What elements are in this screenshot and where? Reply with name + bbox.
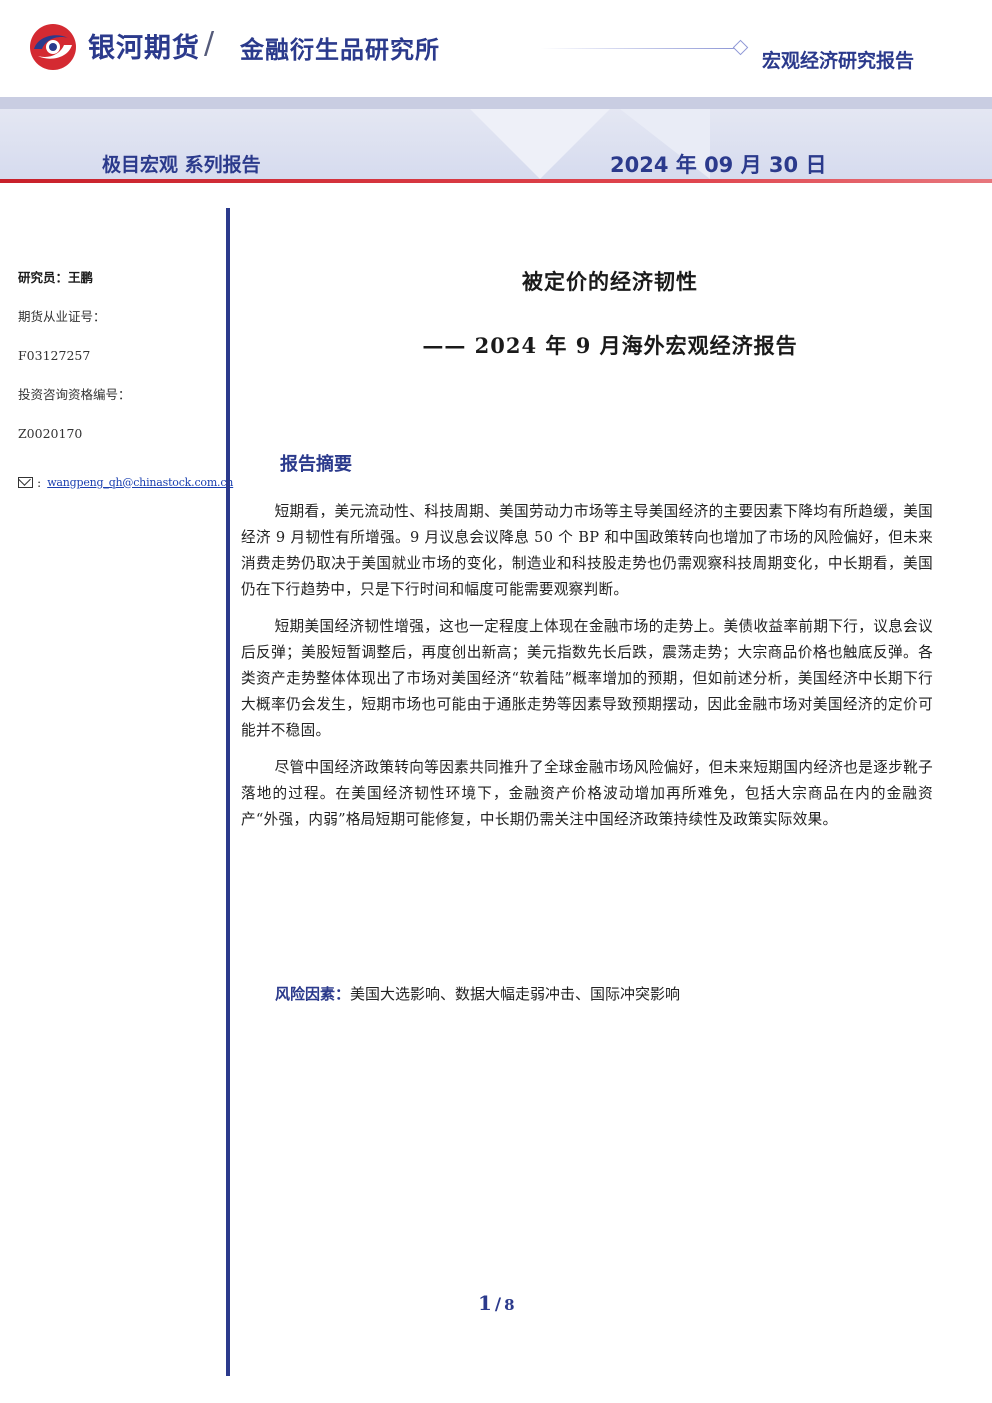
summary-paragraph: 短期看，美元流动性、科技周期、美国劳动力市场等主导美国经济的主要因素下降均有所趋…: [241, 503, 933, 598]
report-header: 银河期货 / 金融衍生品研究所 宏观经济研究报告: [0, 0, 992, 100]
decorative-line: [540, 48, 736, 49]
report-type: 宏观经济研究报告: [762, 50, 915, 72]
summary-heading: 报告摘要: [280, 454, 352, 475]
summary-body: 短期看，美元流动性、科技周期、美国劳动力市场等主导美国经济的主要因素下降均有所趋…: [241, 499, 933, 844]
header-red-rule: [0, 179, 992, 183]
galaxy-futures-logo-icon: [30, 24, 76, 70]
report-subtitle: —— 2024 年 9 月海外宏观经济报告: [422, 333, 798, 358]
author-sidebar: 研究员：王鹏 期货从业证号： F03127257 投资咨询资格编号： Z0020…: [18, 268, 233, 502]
summary-paragraph: 尽管中国经济政策转向等因素共同推升了全球金融市场风险偏好，但未来短期国内经济也是…: [241, 759, 933, 828]
page-total: 8: [504, 1296, 515, 1314]
band-decoration: [470, 109, 610, 179]
header-band: [0, 109, 992, 179]
report-date: 2024 年 09 月 30 日: [610, 153, 827, 177]
email-colon: :: [37, 474, 42, 490]
page-number: 1/8: [478, 1291, 515, 1315]
email-link[interactable]: wangpeng_qh@chinastock.com.cn: [47, 475, 234, 489]
futures-cert-label: 期货从业证号：: [18, 309, 106, 324]
header-band-top: [0, 97, 992, 109]
mail-icon: [18, 477, 33, 488]
brand-name: 银河期货: [88, 33, 200, 64]
risk-text: 美国大选影响、数据大幅走弱冲击、国际冲突影响: [350, 985, 681, 1003]
diamond-icon: [732, 39, 749, 56]
page-separator: /: [494, 1295, 502, 1315]
vertical-divider: [226, 208, 230, 1376]
advisory-cert-number: Z0020170: [18, 426, 83, 441]
page-current: 1: [478, 1291, 492, 1315]
futures-cert-number: F03127257: [18, 348, 91, 363]
institute-name: 金融衍生品研究所: [240, 36, 440, 64]
email-row: : wangpeng_qh@chinastock.com.cn: [18, 463, 233, 502]
brand-divider: /: [204, 26, 215, 61]
risk-label: 风险因素：: [275, 985, 351, 1003]
report-title: 被定价的经济韧性: [522, 270, 698, 294]
risk-factors: 风险因素：美国大选影响、数据大幅走弱冲击、国际冲突影响: [275, 983, 680, 1004]
advisory-cert-label: 投资咨询资格编号：: [18, 387, 131, 402]
summary-paragraph: 短期美国经济韧性增强，这也一定程度上体现在金融市场的走势上。美债收益率前期下行，…: [241, 618, 933, 739]
band-decoration: [620, 109, 710, 179]
researcher-name: 研究员：王鹏: [18, 270, 94, 285]
series-name: 极目宏观 系列报告: [102, 154, 261, 176]
